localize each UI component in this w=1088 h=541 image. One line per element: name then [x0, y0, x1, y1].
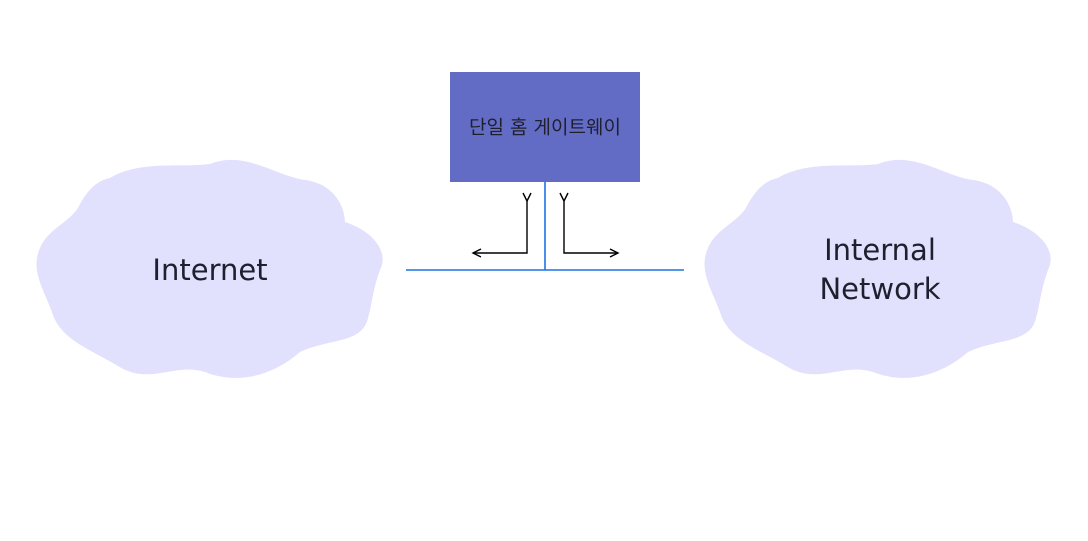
- internal-network-cloud-shape: [704, 159, 1051, 378]
- gateway-node: 단일 홈 게이트웨이: [450, 72, 640, 182]
- internal-network-label-line1: Internal: [824, 233, 936, 267]
- right-traffic-arrow: [559, 192, 620, 258]
- internet-label: Internet: [152, 253, 267, 287]
- gateway-label: 단일 홈 게이트웨이: [469, 117, 621, 139]
- left-traffic-arrow: [471, 192, 532, 258]
- internet-cloud: Internet: [36, 159, 383, 378]
- internal-network-cloud: Internal Network: [704, 159, 1051, 378]
- internet-cloud-shape: [36, 159, 383, 378]
- internal-network-label-line2: Network: [819, 272, 940, 306]
- gateway-box: [450, 72, 640, 182]
